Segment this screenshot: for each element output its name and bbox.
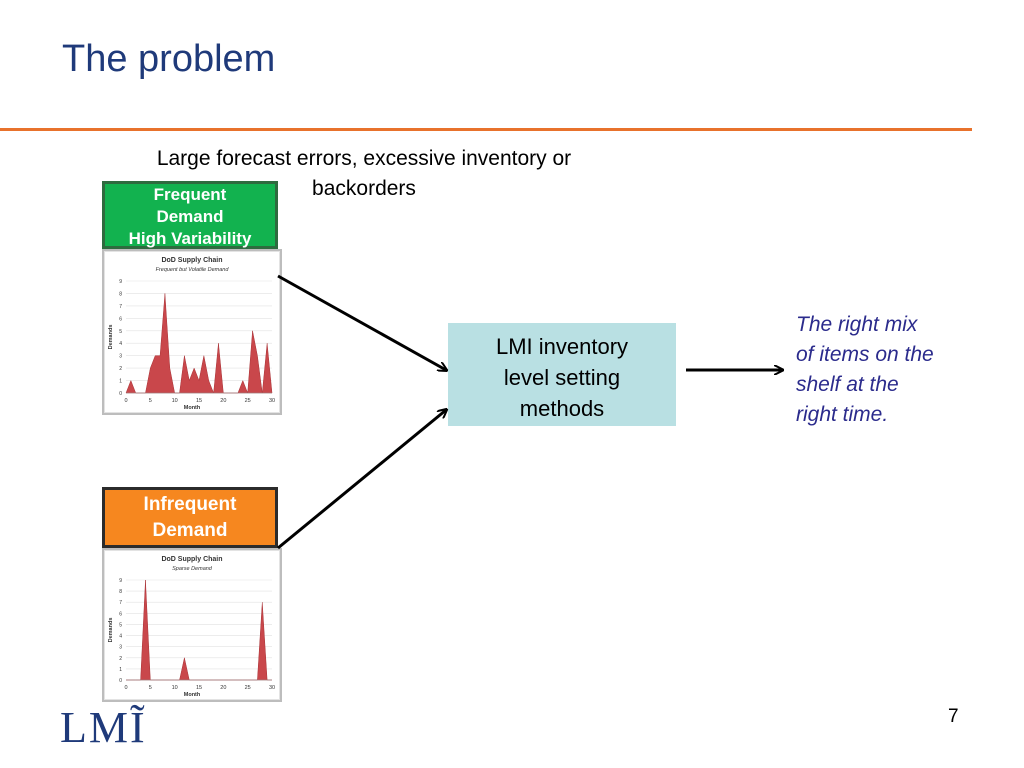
lmi-logo: LMĨ — [60, 703, 147, 752]
x-tick-label: 5 — [149, 398, 152, 404]
lmi-methods-box: LMI inventory level setting methods — [448, 323, 676, 426]
x-axis-label: Month — [184, 692, 201, 698]
frequent-demand-label: Frequent Demand High Variability — [102, 181, 278, 249]
infrequent-demand-label: Infrequent Demand — [102, 487, 278, 548]
chart-title: DoD Supply Chain — [161, 257, 222, 264]
y-tick-label: 6 — [119, 316, 122, 322]
result-line-3: shelf at the — [796, 373, 899, 396]
chart-subtitle: Sparse Demand — [172, 566, 213, 572]
center-line-2: level setting — [503, 365, 621, 390]
x-tick-label: 15 — [196, 398, 202, 404]
slide-title: The problem — [62, 38, 276, 80]
y-axis-label: Demands — [108, 325, 114, 350]
y-tick-label: 2 — [119, 656, 122, 662]
x-tick-label: 0 — [124, 398, 127, 404]
page-number: 7 — [948, 706, 959, 727]
frequent-line-1: Frequent — [153, 185, 227, 204]
x-tick-label: 20 — [220, 685, 226, 691]
x-tick-label: 15 — [196, 685, 202, 691]
y-tick-label: 1 — [119, 667, 122, 673]
y-tick-label: 3 — [119, 354, 122, 360]
result-line-2: of items on the — [796, 343, 934, 366]
y-tick-label: 7 — [119, 304, 122, 310]
frequent-line-3: High Variability — [128, 229, 252, 248]
center-line-3: methods — [519, 396, 605, 421]
y-tick-label: 3 — [119, 645, 122, 651]
y-tick-label: 2 — [119, 366, 122, 372]
x-tick-label: 0 — [124, 685, 127, 691]
result-text: The right mix of items on the shelf at t… — [796, 310, 976, 430]
x-tick-label: 30 — [269, 398, 275, 404]
infrequent-line-2: Demand — [152, 520, 228, 541]
x-axis-label: Month — [184, 405, 201, 411]
x-tick-label: 10 — [172, 398, 178, 404]
y-tick-label: 6 — [119, 611, 122, 617]
x-tick-label: 10 — [172, 685, 178, 691]
y-tick-label: 0 — [119, 391, 122, 397]
x-tick-label: 20 — [220, 398, 226, 404]
y-tick-label: 8 — [119, 589, 122, 595]
y-tick-label: 5 — [119, 329, 122, 335]
y-tick-label: 0 — [119, 678, 122, 684]
result-line-1: The right mix — [796, 313, 918, 336]
title-divider — [0, 128, 972, 131]
y-tick-label: 8 — [119, 291, 122, 297]
x-tick-label: 25 — [245, 685, 251, 691]
slide-subtitle: Large forecast errors, excessive invento… — [156, 147, 572, 200]
center-line-1: LMI inventory — [495, 334, 629, 359]
y-tick-label: 1 — [119, 379, 122, 385]
frequent-line-2: Demand — [156, 207, 224, 226]
y-tick-label: 5 — [119, 622, 122, 628]
y-tick-label: 4 — [119, 634, 122, 640]
infrequent-line-1: Infrequent — [143, 494, 237, 515]
x-tick-label: 30 — [269, 685, 275, 691]
y-tick-label: 7 — [119, 600, 122, 606]
arrow-infrequent-to-methods — [277, 410, 446, 550]
result-line-4: right time. — [796, 403, 889, 426]
chart-subtitle: Frequent but Volatile Demand — [156, 267, 230, 273]
demand-series-area — [125, 293, 273, 394]
x-tick-label: 25 — [245, 398, 251, 404]
y-tick-label: 9 — [119, 279, 122, 285]
arrow-frequent-to-methods — [277, 274, 446, 370]
y-axis-label: Demands — [108, 618, 114, 643]
y-tick-label: 9 — [119, 578, 122, 584]
chart-title: DoD Supply Chain — [161, 556, 222, 563]
x-tick-label: 5 — [149, 685, 152, 691]
y-tick-label: 4 — [119, 341, 122, 347]
